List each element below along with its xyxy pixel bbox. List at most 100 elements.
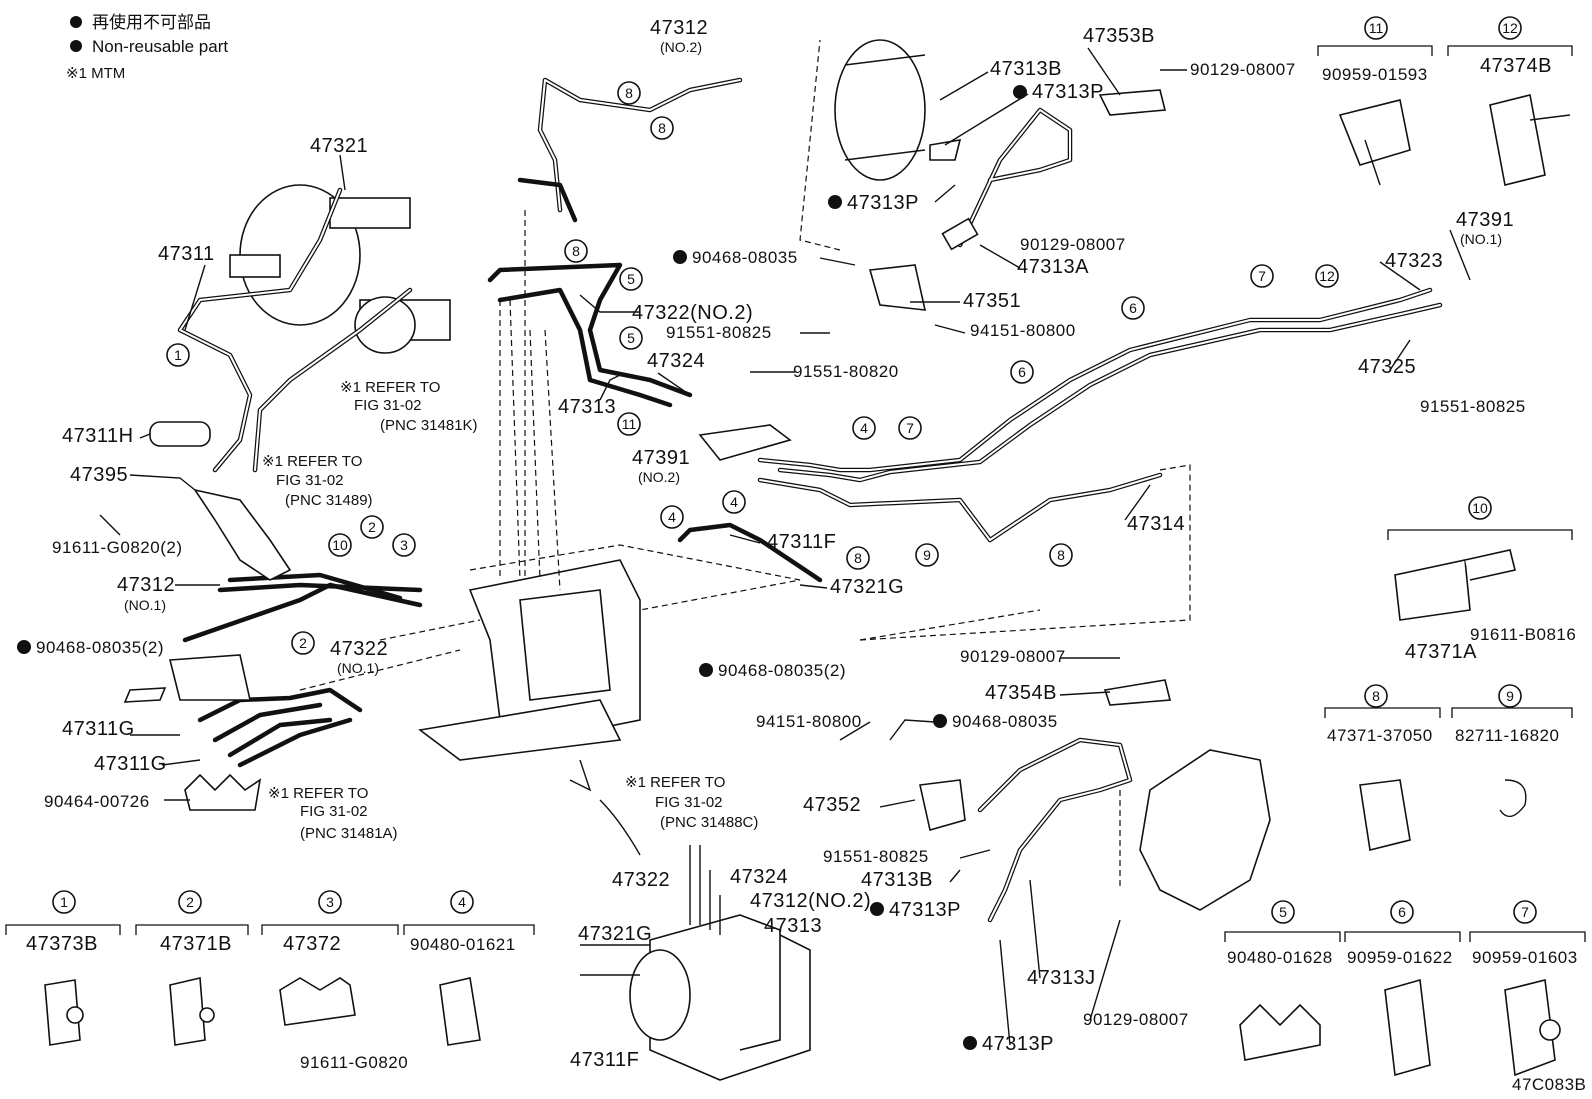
label-47324-b: 47324	[730, 866, 788, 888]
svg-text:8: 8	[1057, 547, 1065, 563]
svg-text:91611-B0816: 91611-B0816	[1470, 625, 1576, 644]
label-47354B: 47354B	[985, 682, 1057, 704]
label-90129-08007-b: 90129-08007	[1020, 235, 1126, 254]
callout-2: 2	[360, 515, 384, 539]
svg-text:6: 6	[1129, 300, 1137, 316]
svg-text:※1 REFER TO: ※1 REFER TO	[625, 774, 725, 791]
label-91551-80825-b: 91551-80825	[1420, 397, 1526, 416]
label-47312-no1: 47312	[117, 574, 175, 596]
callout-7: 7	[1250, 264, 1274, 288]
label-47322-no2: 47322(NO.2)	[632, 302, 753, 324]
callout-4: 4	[660, 505, 684, 529]
svg-text:(PNC 31481K): (PNC 31481K)	[380, 417, 478, 434]
label-47313A: 47313A	[1017, 256, 1089, 278]
svg-text:FIG 31-02: FIG 31-02	[276, 472, 344, 489]
svg-text:5: 5	[1279, 904, 1287, 920]
legend-part-4: 4 90480-01621	[403, 890, 535, 1046]
svg-text:90480-01621: 90480-01621	[410, 935, 516, 954]
callout-8: 8	[650, 116, 674, 140]
svg-text:47372: 47372	[283, 933, 341, 955]
non-reusable-dot-icon	[828, 195, 842, 209]
label-47312-no2-b: 47312(NO.2)	[750, 890, 871, 912]
svg-text:2: 2	[186, 894, 194, 910]
label-47352: 47352	[803, 794, 861, 816]
rear-brake-pipes	[757, 287, 1443, 641]
non-reusable-dot-icon	[699, 663, 713, 677]
label-47321G-a: 47321G	[830, 576, 904, 598]
svg-text:※1 REFER TO: ※1 REFER TO	[268, 785, 368, 802]
refer-note-2: ※1 REFER TO FIG 31-02 (PNC 31489)	[262, 453, 373, 509]
svg-text:7: 7	[1258, 268, 1266, 284]
front-right-wheel-hose	[799, 39, 1167, 311]
svg-text:4: 4	[730, 494, 738, 510]
non-reusable-dot-icon	[17, 640, 31, 654]
label-47314: 47314	[1127, 513, 1185, 535]
svg-text:8: 8	[854, 550, 862, 566]
svg-text:7: 7	[906, 420, 914, 436]
label-47312-no2: 47312	[650, 17, 708, 39]
non-reusable-dot-icon	[963, 1036, 977, 1050]
non-reusable-dot-icon	[933, 714, 947, 728]
svg-text:6: 6	[1398, 904, 1406, 920]
label-47311H: 47311H	[62, 425, 134, 447]
label-47321G-b: 47321G	[578, 923, 652, 945]
callout-6: 6	[1121, 296, 1145, 320]
svg-text:11: 11	[622, 416, 637, 432]
brake-booster-illustration	[229, 184, 451, 354]
label-47323: 47323	[1385, 250, 1443, 272]
svg-text:47374B: 47374B	[1480, 55, 1552, 77]
label-90129-08007-d: 90129-08007	[1083, 1010, 1189, 1029]
callout-11: 11	[617, 412, 641, 436]
label-47351: 47351	[963, 290, 1021, 312]
svg-text:10: 10	[1472, 500, 1488, 516]
callout-10: 10	[328, 533, 352, 557]
svg-text:12: 12	[1502, 20, 1518, 36]
label-91611-G0820-2: 91611-G0820(2)	[52, 538, 183, 557]
part-labels: 47312 (NO.2) 47353B 47313B 47313P 90129-…	[17, 17, 1526, 1071]
label-47324-a: 47324	[647, 350, 705, 372]
callout-5: 5	[619, 326, 643, 350]
legend-part-3: 3 47372 91611-G0820	[261, 890, 408, 1072]
label-90129-08007-c: 90129-08007	[960, 647, 1066, 666]
legend-part-6: 6 90959-01622	[1344, 900, 1461, 1077]
callout-8: 8	[564, 239, 588, 263]
label-90468-08035-2b: 90468-08035(2)	[718, 661, 846, 680]
label-91551-80825-c: 91551-80825	[823, 847, 929, 866]
label-94151-80800-b: 94151-80800	[756, 712, 862, 731]
callout-2: 2	[291, 631, 315, 655]
pipe-junction-block	[698, 424, 792, 461]
callout-7: 7	[898, 416, 922, 440]
legend: 再使用不可部品 Non-reusable part ※1 MTM	[66, 12, 228, 82]
refer-note-1: ※1 REFER TO FIG 31-02 (PNC 31481K)	[340, 379, 478, 434]
left-brackets	[123, 421, 292, 811]
callout-12: 12	[1315, 264, 1339, 288]
callout-8: 8	[1364, 684, 1388, 708]
svg-text:47371A: 47371A	[1405, 641, 1477, 663]
svg-text:47371-37050: 47371-37050	[1327, 726, 1433, 745]
callout-8: 8	[617, 81, 641, 105]
non-reusable-dot-icon	[870, 902, 884, 916]
svg-text:FIG 31-02: FIG 31-02	[354, 397, 422, 414]
label-90464-00726: 90464-00726	[44, 792, 150, 811]
label-91551-80820: 91551-80820	[793, 362, 899, 381]
callout-9: 9	[915, 543, 939, 567]
svg-text:1: 1	[60, 894, 68, 910]
label-47311F-a: 47311F	[767, 531, 836, 553]
legend-non-reusable-en: Non-reusable part	[92, 37, 228, 56]
svg-text:12: 12	[1319, 268, 1335, 284]
label-47322-no1: 47322	[330, 638, 388, 660]
legend-part-1: 1 47373B	[5, 890, 121, 1046]
svg-text:3: 3	[326, 894, 334, 910]
left-brake-pipes	[177, 187, 423, 768]
callout-1: 1	[166, 343, 190, 367]
label-47391-no2-sub: (NO.2)	[638, 469, 680, 485]
svg-text:47373B: 47373B	[26, 933, 98, 955]
callout-4: 4	[852, 416, 876, 440]
label-47313-b: 47313	[764, 915, 822, 937]
label-47311F-b: 47311F	[570, 1049, 639, 1071]
callout-circles: 1 2 2 3 4 4 4 5 5 6 6 7 7 8 8 8 8 8 8 9 …	[166, 81, 1388, 708]
legend-part-12: 12 47374B	[1447, 16, 1573, 186]
center-brake-pipes	[487, 77, 823, 591]
svg-text:※1 REFER TO: ※1 REFER TO	[340, 379, 440, 396]
